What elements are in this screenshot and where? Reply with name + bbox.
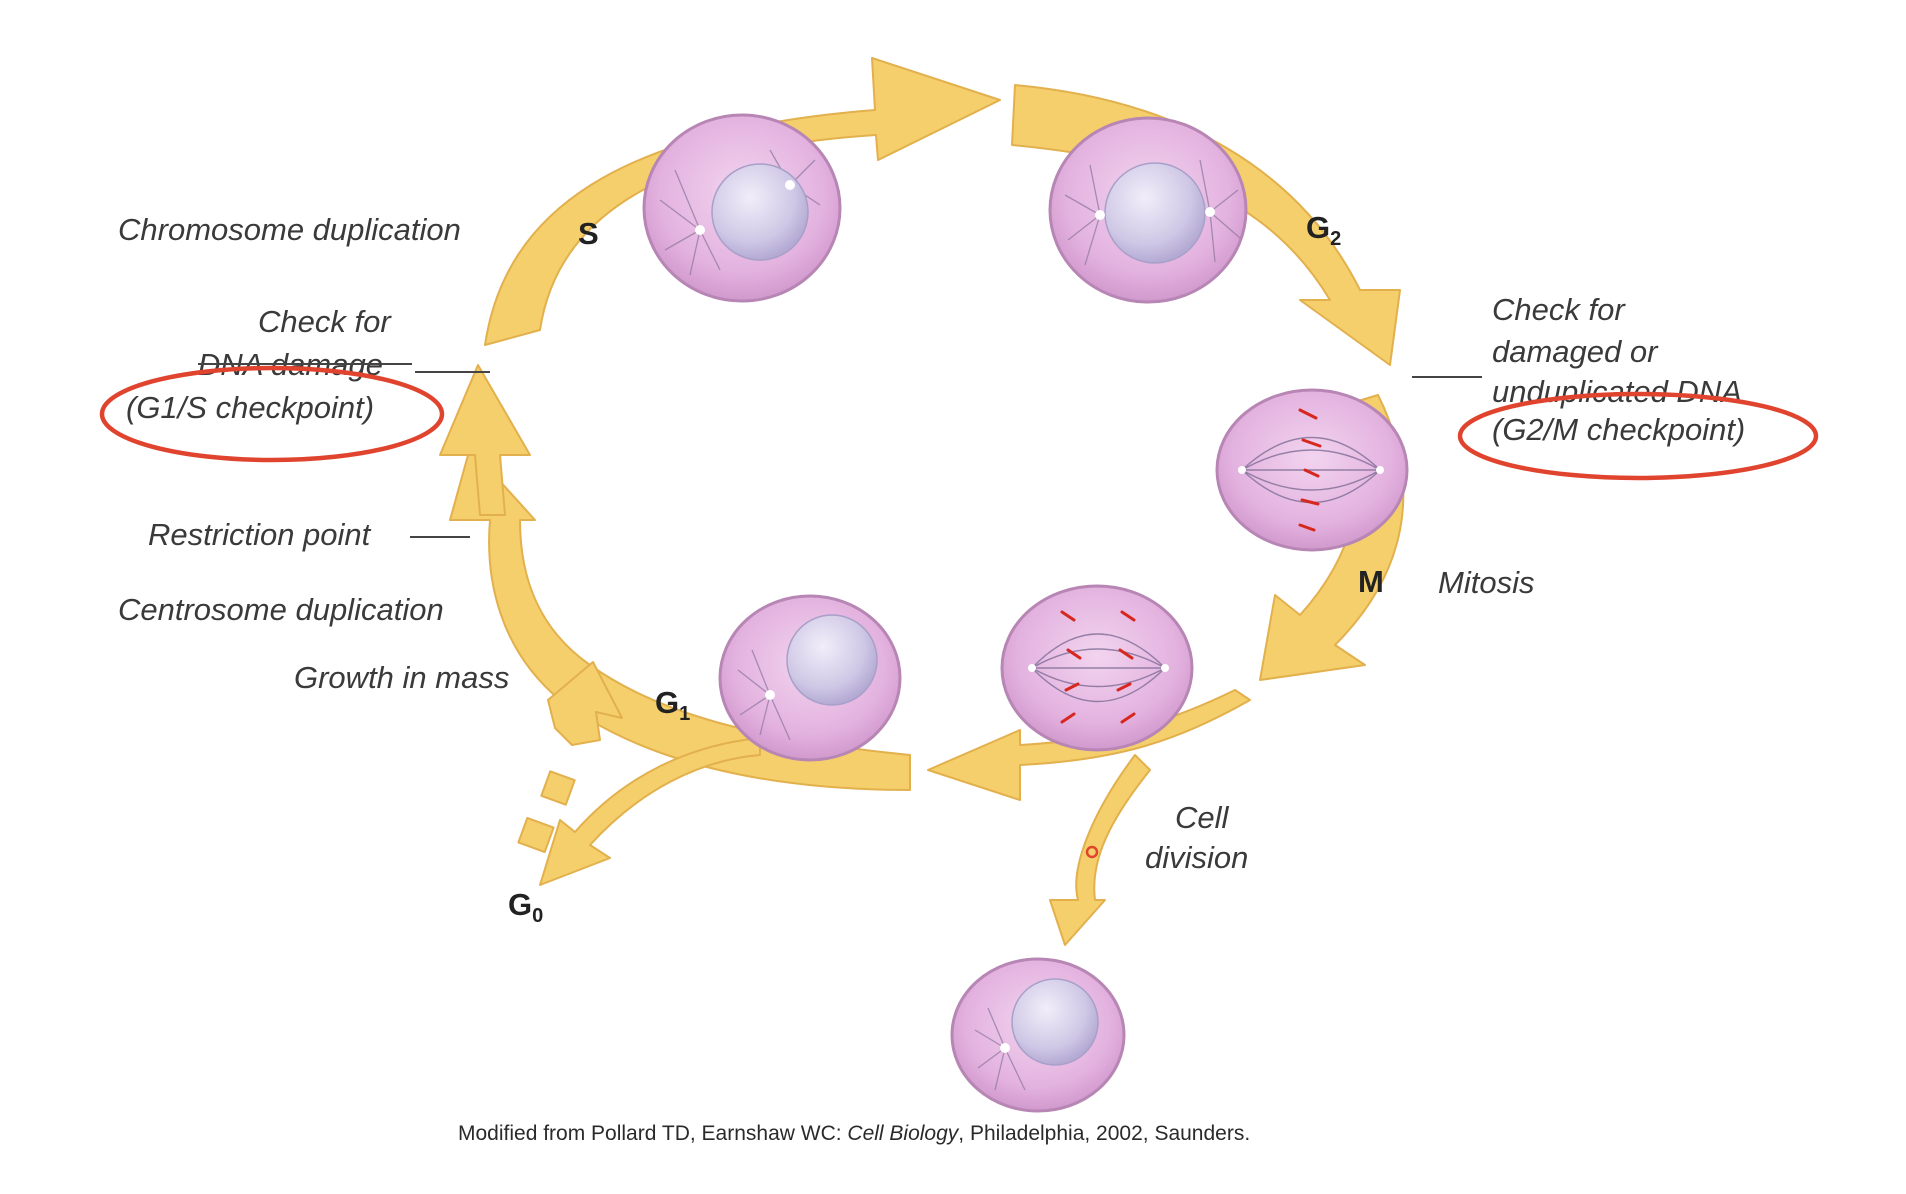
mitosis-label: Mitosis (1438, 565, 1534, 600)
check-damaged-label-line1: Check for (1492, 292, 1626, 327)
g1s-highlight-ring (99, 365, 445, 463)
chromosome-duplication-label: Chromosome duplication (118, 212, 461, 247)
cursor-marker (1085, 845, 1099, 859)
g0-phase-label: G0 (508, 887, 543, 927)
g2m-checkpoint-label: (G2/M checkpoint) (1492, 412, 1745, 447)
check-dna-label-line1: Check for (258, 304, 392, 339)
g0-exit-arrow (539, 737, 761, 886)
m-phase-label: M (1358, 564, 1384, 599)
check-damaged-label-line2: damaged or (1492, 334, 1659, 369)
s-phase-arrow (484, 57, 1001, 346)
g1-phase-cell (718, 594, 902, 762)
g1-upper-arrow (439, 364, 531, 516)
s-phase-cell (642, 113, 842, 303)
restriction-point-label: Restriction point (148, 517, 372, 552)
g1-phase-label: G1 (655, 685, 690, 725)
g2-phase-cell (1048, 116, 1248, 304)
anaphase-cell (1000, 584, 1194, 752)
g2-phase-label: G2 (1306, 210, 1341, 250)
growth-in-mass-label: Growth in mass (294, 660, 509, 695)
cell-division-arrow (1049, 754, 1151, 946)
g0-dash-1 (517, 816, 555, 854)
daughter-cell (950, 957, 1126, 1113)
cell-division-label-line2: division (1145, 840, 1248, 875)
g1s-checkpoint-label: (G1/S checkpoint) (126, 390, 374, 425)
g0-reentry-arrow (547, 661, 623, 746)
g0-dash-2 (540, 770, 576, 806)
citation: Modified from Pollard TD, Earnshaw WC: C… (458, 1122, 1250, 1145)
g2m-highlight-ring (1457, 391, 1819, 481)
centrosome-duplication-label: Centrosome duplication (118, 592, 444, 627)
s-phase-label: S (578, 216, 599, 251)
metaphase-cell (1215, 388, 1409, 552)
cell-division-label-line1: Cell (1175, 800, 1230, 835)
